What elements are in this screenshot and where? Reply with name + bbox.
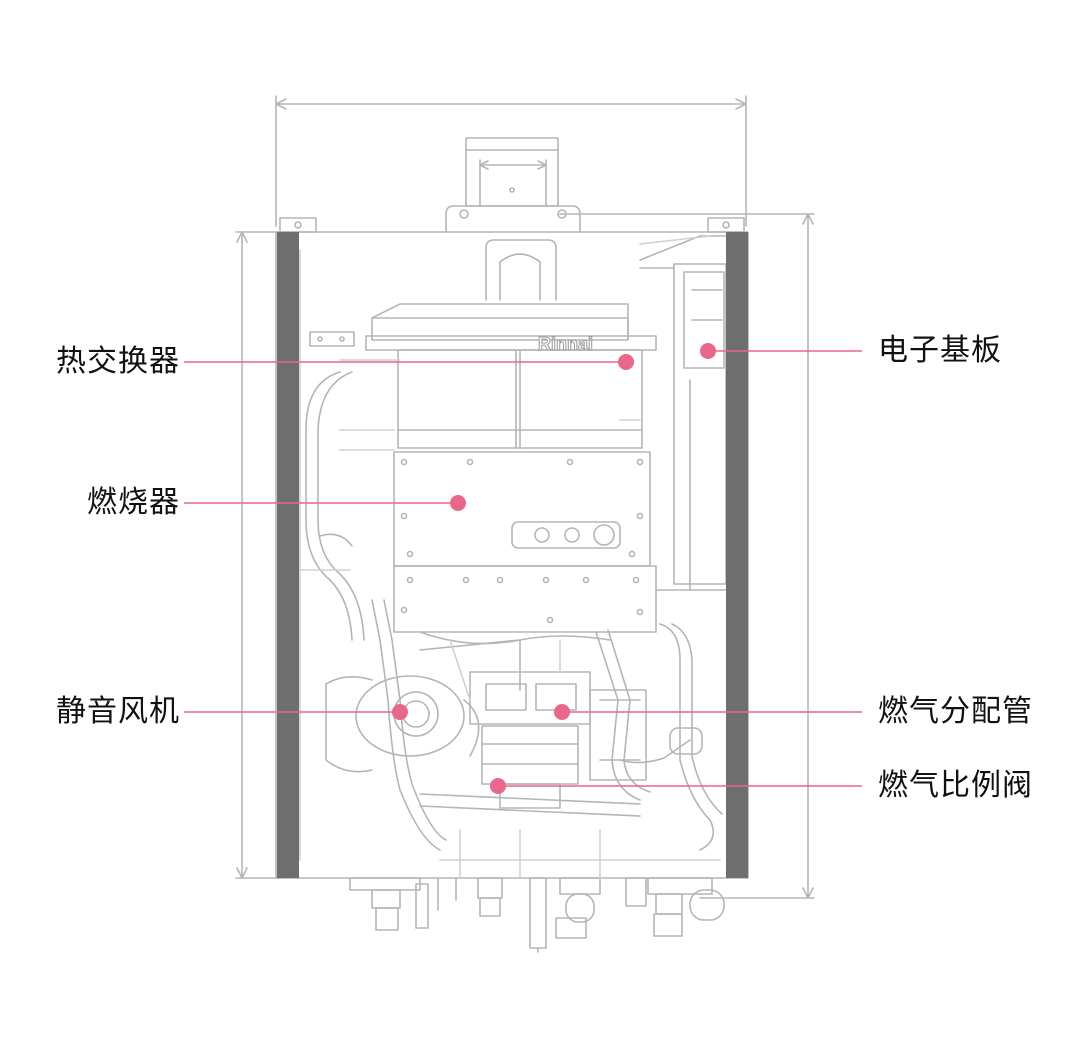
control-board-label: 电子基板 <box>878 333 1002 368</box>
silent-fan-label: 静音风机 <box>56 694 180 729</box>
right-height-dimension-line <box>559 213 815 899</box>
gas-proportional-valve-marker <box>490 778 506 794</box>
gas-manifold-marker <box>554 704 570 720</box>
right-side-panel <box>726 232 748 878</box>
burner-marker <box>450 495 466 511</box>
burner-label: 燃烧器 <box>87 485 180 520</box>
burner-lower-chamber <box>393 565 657 645</box>
control-board-marker <box>700 343 716 359</box>
gas-manifold-label: 燃气分配管 <box>878 694 1033 729</box>
gas-proportional-valve-label: 燃气比例阀 <box>878 768 1033 803</box>
silent-fan-marker <box>392 704 408 720</box>
internal-detail-lines <box>299 235 721 879</box>
left-side-panel <box>277 232 299 878</box>
mounting-brackets <box>279 217 745 233</box>
heat-exchanger-body <box>309 303 657 449</box>
bottom-connectors <box>349 877 725 953</box>
left-water-pipe <box>305 371 365 641</box>
fan-housing <box>325 639 521 773</box>
width-dimension-line <box>275 95 747 227</box>
lower-pipes <box>371 599 723 851</box>
flue-connector <box>445 137 581 233</box>
heat-exchanger-marker <box>618 354 634 370</box>
heat-exchanger-label: 热交换器 <box>56 344 180 379</box>
exhaust-duct <box>485 239 557 301</box>
burner-box <box>393 451 651 567</box>
cabinet-outline <box>275 231 749 879</box>
control-board-housing <box>639 235 727 591</box>
brand-logo: Rinnai <box>538 334 593 354</box>
